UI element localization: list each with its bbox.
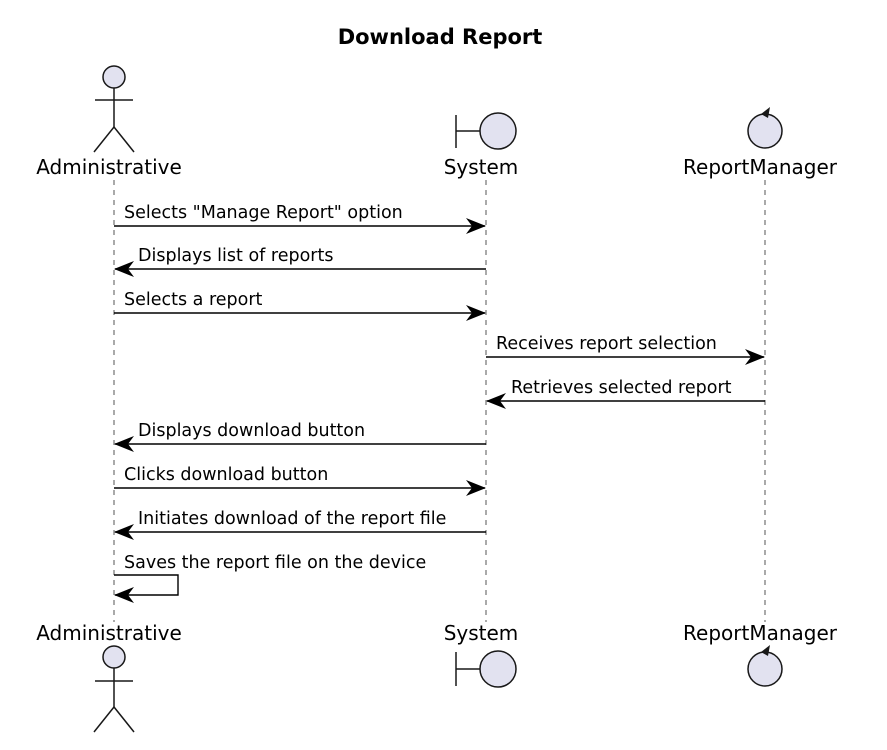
participant-label-report-manager: ReportManager (683, 621, 838, 645)
message-3: Selects a report (114, 290, 486, 321)
message-6: Displays download button (114, 421, 486, 452)
message-5: Retrieves selected report (486, 378, 765, 409)
message-2: Displays list of reports (114, 246, 486, 277)
participant-administrative-top: Administrative (36, 65, 182, 179)
message-label: Displays list of reports (138, 246, 333, 266)
participant-label-system: System (444, 621, 519, 645)
message-7: Clicks download button (114, 465, 486, 496)
message-label: Clicks download button (124, 465, 328, 485)
message-label: Initiates download of the report file (138, 509, 446, 529)
control-icon (747, 107, 783, 149)
participant-label-system: System (444, 155, 519, 179)
message-label: Saves the report file on the device (124, 553, 426, 573)
message-label: Selects "Manage Report" option (124, 203, 403, 223)
participant-system-bottom: System (444, 621, 519, 688)
diagram-title: Download Report (338, 25, 543, 49)
participant-administrative-bottom: Administrative (36, 621, 182, 733)
message-label: Selects a report (124, 290, 263, 310)
boundary-icon (455, 650, 517, 688)
participant-report-manager-top: ReportManager (683, 107, 838, 179)
message-8: Initiates download of the report file (114, 509, 486, 540)
participant-system-top: System (444, 112, 519, 179)
actor-icon (93, 645, 135, 733)
participant-label-administrative: Administrative (36, 155, 182, 179)
message-9-self: Saves the report file on the device (114, 553, 426, 603)
participant-report-manager-bottom: ReportManager (683, 621, 838, 687)
control-icon (747, 645, 783, 687)
actor-icon (93, 65, 135, 153)
message-1: Selects "Manage Report" option (114, 203, 486, 234)
message-label: Receives report selection (496, 334, 717, 354)
participant-label-report-manager: ReportManager (683, 155, 838, 179)
participant-label-administrative: Administrative (36, 621, 182, 645)
boundary-icon (455, 112, 517, 150)
message-4: Receives report selection (486, 334, 765, 365)
message-label: Displays download button (138, 421, 365, 441)
message-label: Retrieves selected report (511, 378, 732, 398)
